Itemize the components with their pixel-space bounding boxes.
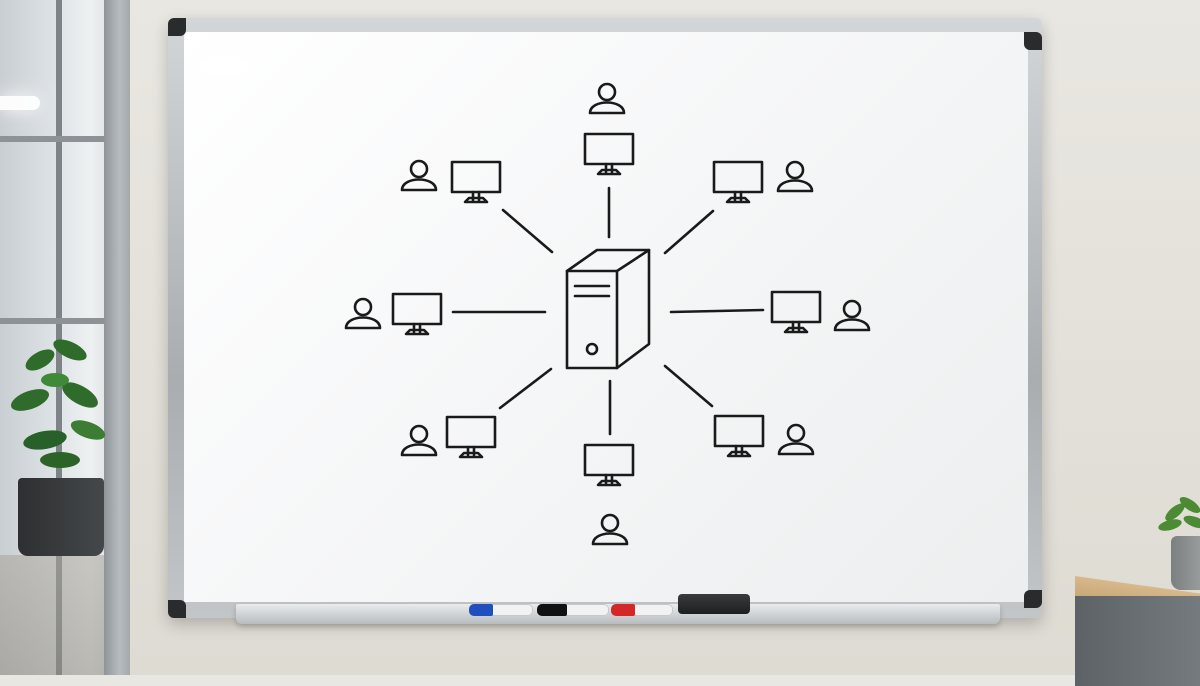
user-icon (400, 159, 438, 192)
server-icon (565, 248, 651, 370)
user-icon (344, 297, 382, 330)
partition-mullion (0, 136, 104, 142)
left-plant (10, 339, 106, 468)
node-right (770, 290, 871, 334)
marker-cap (469, 604, 493, 616)
whiteboard-glare (186, 50, 262, 82)
office-floor (0, 555, 104, 675)
glass-partition (0, 0, 130, 675)
user-icon (777, 423, 815, 456)
node-top-right (712, 160, 814, 204)
monitor-icon (712, 160, 764, 204)
user-icon (591, 513, 629, 546)
monitor-icon (450, 160, 502, 204)
monitor-icon (391, 292, 443, 336)
frame-corner (168, 600, 186, 618)
whiteboard-eraser[interactable] (678, 594, 750, 614)
link-bottom-right (663, 364, 714, 408)
red-marker[interactable] (611, 604, 673, 616)
user-icon (776, 160, 814, 193)
node-bottom-right (713, 414, 815, 458)
node-left (344, 292, 443, 336)
monitor-icon (713, 414, 765, 458)
right-plant-pot (1171, 536, 1200, 590)
frame-corner (168, 18, 186, 36)
user-icon (833, 299, 871, 332)
monitor-icon (770, 290, 822, 334)
right-plant (1158, 496, 1200, 531)
connection-lines (451, 186, 765, 436)
user-icon (588, 82, 626, 115)
node-top-left (400, 159, 502, 204)
node-top (583, 82, 635, 176)
cabinet (1075, 596, 1200, 686)
link-top-left (501, 208, 554, 254)
ceiling-light (0, 96, 40, 110)
node-bottom-left (400, 415, 497, 459)
partition-mullion (0, 318, 104, 324)
user-icon (400, 424, 438, 457)
partition-post (104, 0, 130, 675)
link-bottom-left (498, 367, 553, 410)
black-marker[interactable] (537, 604, 609, 616)
whiteboard-surface (184, 32, 1028, 602)
left-plant-pot (18, 478, 104, 556)
blue-marker[interactable] (469, 604, 533, 616)
monitor-icon (583, 132, 635, 176)
frame-corner (1024, 32, 1042, 50)
marker-cap (611, 604, 635, 616)
link-right (669, 308, 765, 314)
frame-corner (1024, 590, 1042, 608)
partition-frame (56, 0, 62, 675)
monitor-icon (583, 443, 635, 487)
node-bottom (583, 443, 635, 546)
monitor-icon (445, 415, 497, 459)
link-top-right (663, 209, 715, 255)
marker-cap (537, 604, 567, 616)
